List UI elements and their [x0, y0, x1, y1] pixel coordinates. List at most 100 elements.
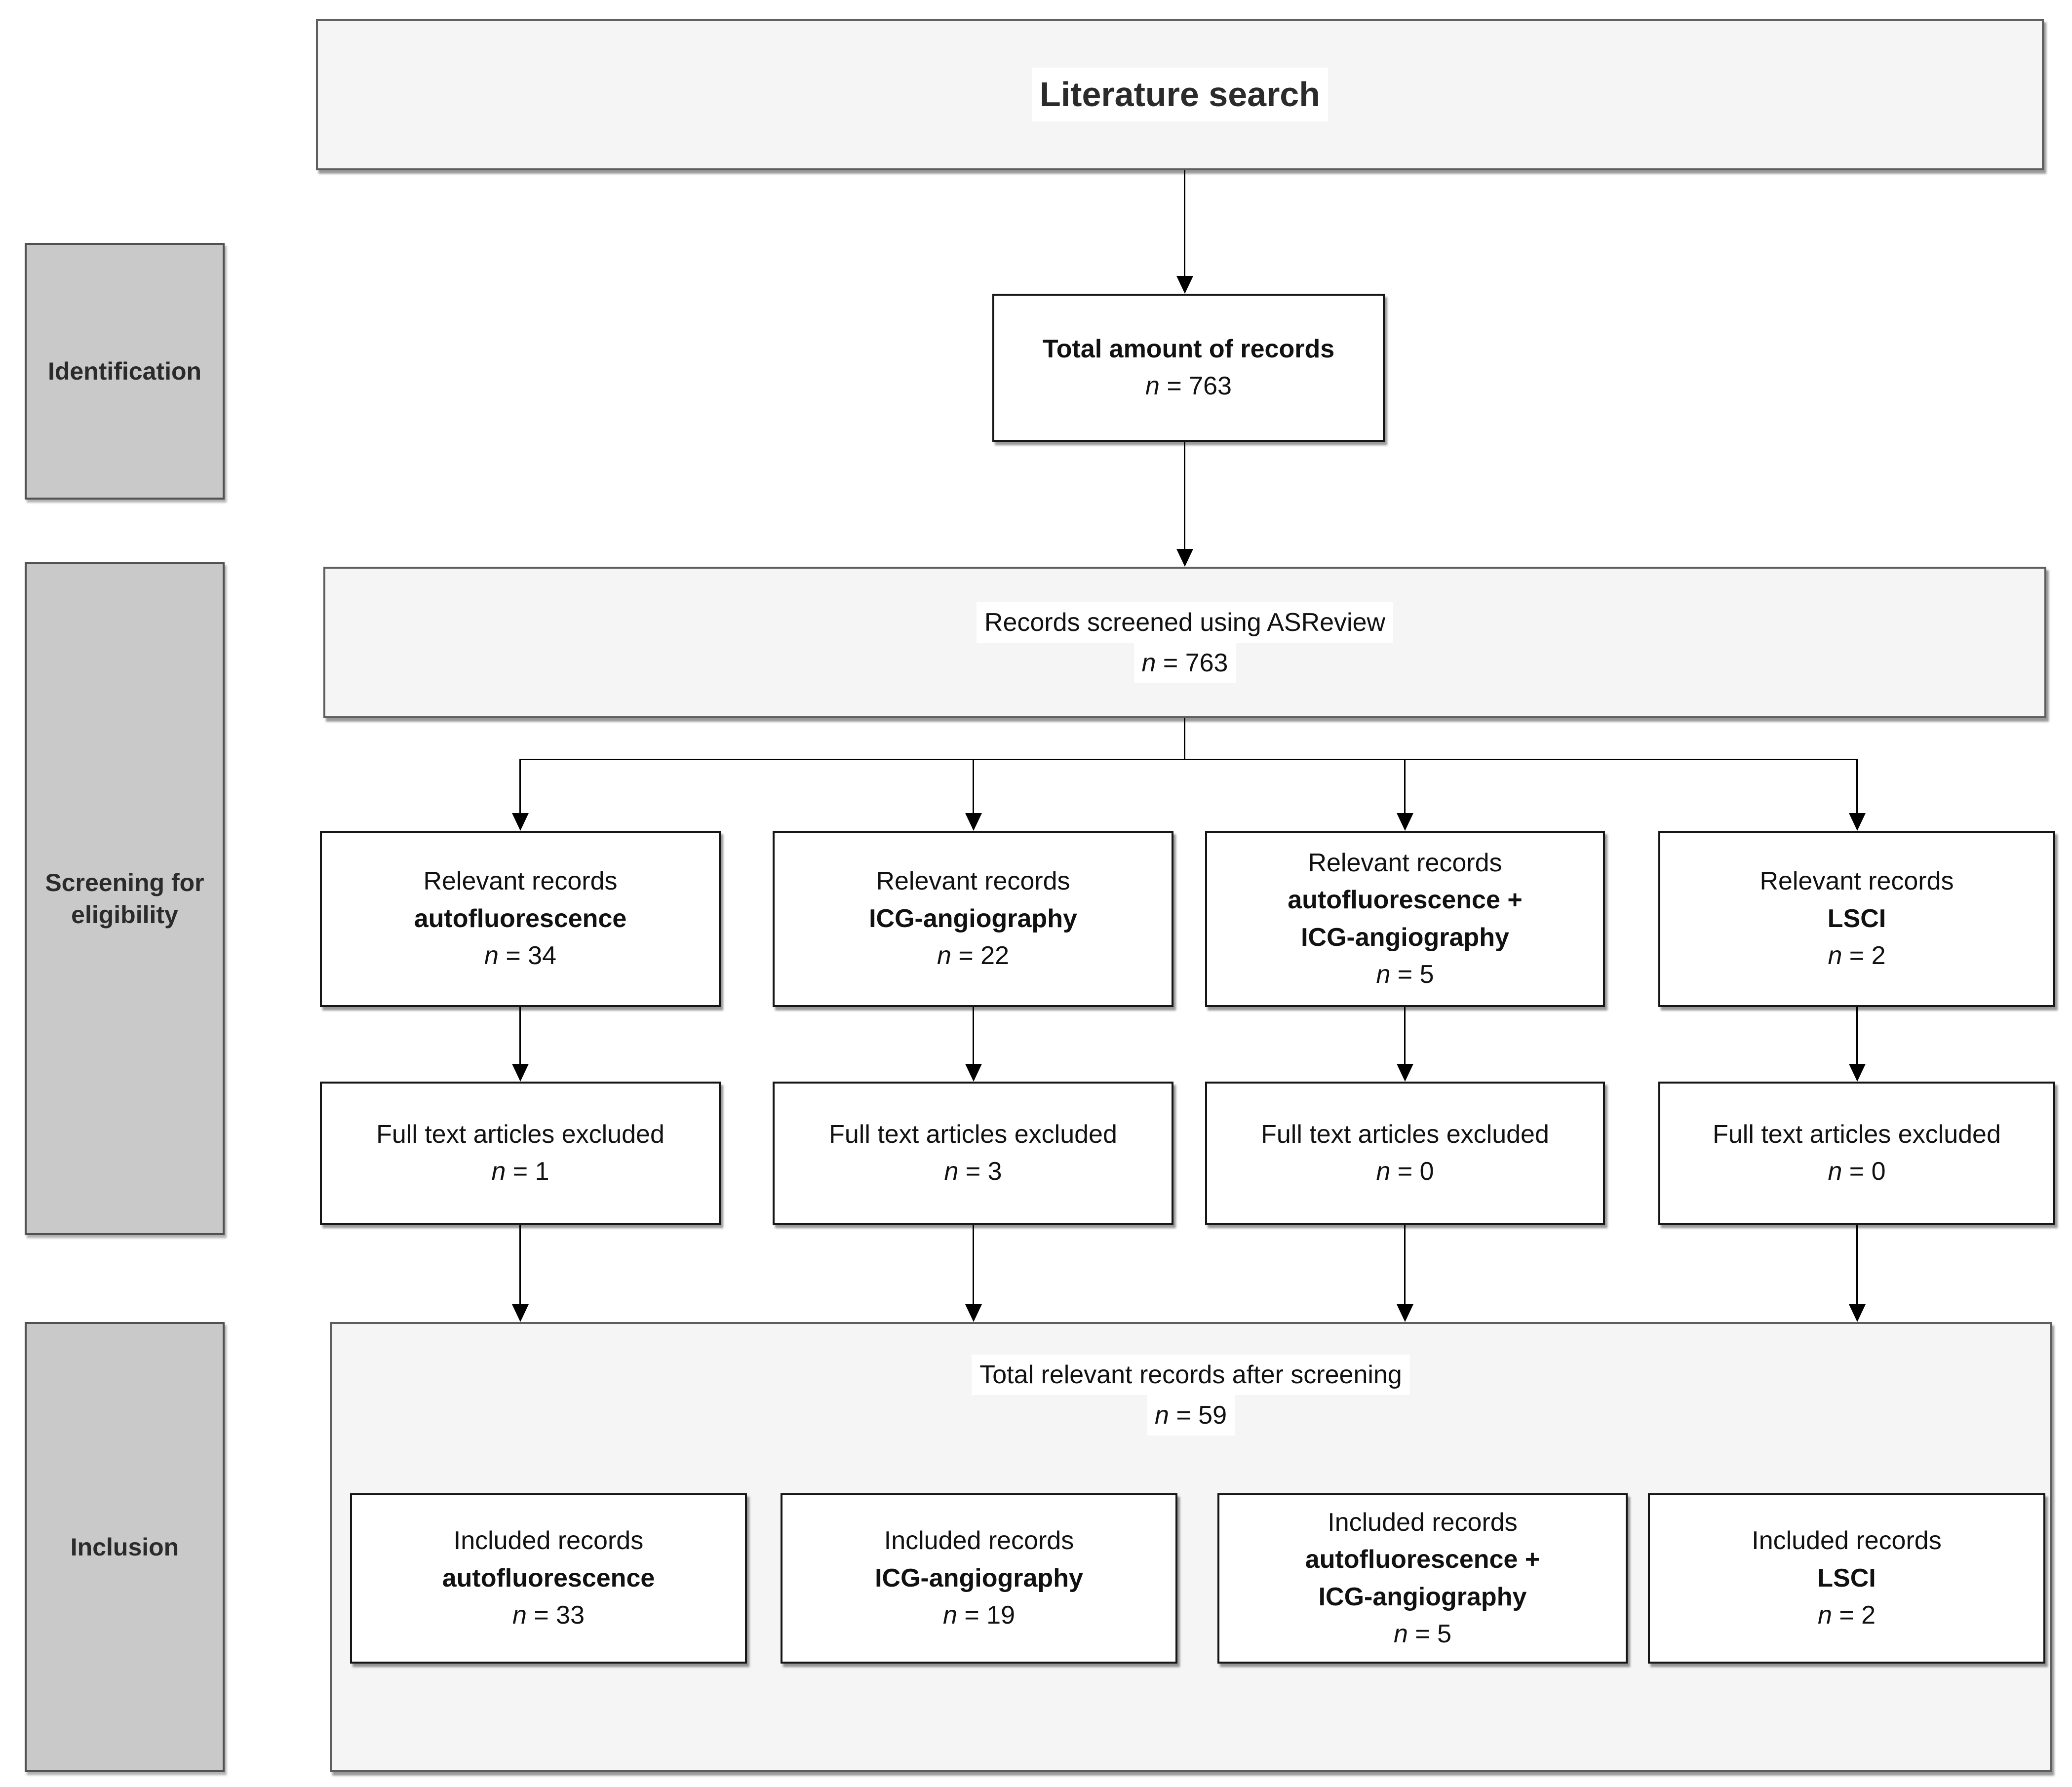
- n-symbol: n: [1141, 648, 1156, 677]
- relevant-lsci-box: Relevant records LSCI n = 2: [1658, 831, 2055, 1007]
- arrow-line: [1856, 759, 1858, 814]
- stage-identification-box: Identification: [25, 243, 225, 500]
- n-symbol: n: [1393, 1619, 1408, 1648]
- modality-label: ICG-angiography: [1301, 923, 1509, 952]
- stage-screening-label: Screening for eligibility: [45, 868, 204, 929]
- n-symbol: n: [1828, 941, 1842, 971]
- relevant-autofluorescence-box: Relevant records autofluorescence n = 34: [320, 831, 721, 1007]
- included-icg-angiography-box: Included records ICG-angiography n = 19: [781, 1493, 1177, 1664]
- arrowhead-down-icon: [1397, 813, 1413, 831]
- stage-screening-box: Screening for eligibility: [25, 562, 225, 1235]
- modality-label: autofluorescence +: [1305, 1545, 1540, 1574]
- n-symbol: n: [1376, 960, 1391, 989]
- n-line: n = 2: [1818, 1597, 1876, 1634]
- box-line: Relevant records: [1308, 848, 1502, 877]
- total-records-title: Total amount of records: [1042, 334, 1335, 363]
- stage-inclusion-box: Inclusion: [25, 1322, 225, 1772]
- n-symbol: n: [944, 1157, 959, 1186]
- n-value: = 1: [506, 1157, 549, 1186]
- arrowhead-down-icon: [1849, 1064, 1866, 1082]
- arrow-line: [1404, 1007, 1406, 1065]
- n-symbol: n: [484, 941, 499, 971]
- n-symbol: n: [1376, 1157, 1391, 1186]
- modality-label: autofluorescence +: [1288, 886, 1523, 915]
- box-line: Included records: [1328, 1508, 1518, 1537]
- arrowhead-down-icon: [1176, 549, 1193, 567]
- n-value: = 5: [1407, 1619, 1452, 1648]
- arrowhead-down-icon: [965, 1304, 982, 1322]
- n-line: n = 2: [1828, 937, 1885, 974]
- box-line: Full text articles excluded: [376, 1120, 665, 1149]
- box-line: Relevant records: [423, 867, 618, 896]
- arrow-line: [1184, 718, 1185, 760]
- modality-label: LSCI: [1827, 904, 1886, 933]
- after-screening-count: n = 59: [1146, 1395, 1235, 1436]
- n-symbol: n: [942, 1601, 957, 1630]
- arrowhead-down-icon: [1397, 1064, 1413, 1082]
- included-lsci-box: Included records LSCI n = 2: [1648, 1493, 2045, 1664]
- arrow-line: [1856, 1007, 1858, 1065]
- arrowhead-down-icon: [512, 1064, 529, 1082]
- arrow-line: [1404, 759, 1406, 814]
- relevant-icg-angiography-box: Relevant records ICG-angiography n = 22: [773, 831, 1173, 1007]
- n-line: n = 5: [1376, 956, 1434, 993]
- box-line: Full text articles excluded: [1261, 1120, 1549, 1149]
- box-line: Included records: [453, 1526, 644, 1555]
- records-screened-box: Records screened using ASReview n = 763: [323, 567, 2046, 718]
- n-symbol: n: [1154, 1401, 1169, 1430]
- n-symbol: n: [1817, 1601, 1832, 1630]
- modality-label: ICG-angiography: [1318, 1582, 1527, 1611]
- n-value: = 5: [1390, 960, 1434, 989]
- arrow-line: [1184, 442, 1185, 550]
- arrow-line: [519, 1007, 521, 1065]
- n-line: n = 33: [512, 1597, 585, 1634]
- box-line: Full text articles excluded: [1713, 1120, 2001, 1149]
- included-af-plus-icg-box: Included records autofluorescence + ICG-…: [1217, 1493, 1628, 1664]
- total-records-count: n = 763: [1145, 368, 1232, 405]
- box-line: Relevant records: [876, 867, 1070, 896]
- included-autofluorescence-box: Included records autofluorescence n = 33: [350, 1493, 747, 1664]
- modality-label: autofluorescence: [442, 1563, 655, 1593]
- arrowhead-down-icon: [1849, 1304, 1866, 1322]
- arrowhead-down-icon: [512, 813, 529, 831]
- arrow-line: [973, 759, 974, 814]
- n-line: n = 19: [943, 1597, 1015, 1634]
- n-symbol: n: [937, 941, 951, 971]
- literature-search-label: Literature search: [1031, 68, 1329, 121]
- total-records-box: Total amount of records n = 763: [992, 294, 1385, 442]
- n-value: = 33: [526, 1601, 585, 1630]
- records-screened-count: n = 763: [1134, 642, 1236, 683]
- modality-label: ICG-angiography: [875, 1563, 1083, 1593]
- n-value: = 0: [1842, 1157, 1886, 1186]
- n-value: = 34: [498, 941, 557, 971]
- modality-label: LSCI: [1817, 1563, 1876, 1593]
- arrowhead-down-icon: [1176, 276, 1193, 294]
- box-line: Included records: [1752, 1526, 1942, 1555]
- n-value: = 59: [1169, 1401, 1227, 1430]
- arrow-line: [519, 759, 521, 814]
- arrowhead-down-icon: [965, 813, 982, 831]
- n-value: = 2: [1842, 941, 1886, 971]
- n-symbol: n: [512, 1601, 527, 1630]
- stage-identification-label: Identification: [47, 357, 202, 385]
- box-line: Full text articles excluded: [829, 1120, 1117, 1149]
- arrow-line: [1184, 170, 1185, 278]
- n-line: n = 0: [1376, 1153, 1434, 1190]
- records-screened-title: Records screened using ASReview: [976, 602, 1394, 643]
- n-line: n = 5: [1394, 1616, 1451, 1653]
- n-value: = 3: [958, 1157, 1002, 1186]
- arrow-line: [519, 1225, 521, 1305]
- n-line: n = 22: [937, 937, 1009, 974]
- arrow-line: [1404, 1225, 1406, 1305]
- n-line: n = 34: [484, 937, 556, 974]
- n-value: = 22: [951, 941, 1010, 971]
- n-line: n = 1: [491, 1153, 549, 1190]
- relevant-af-plus-icg-box: Relevant records autofluorescence + ICG-…: [1205, 831, 1605, 1007]
- arrowhead-down-icon: [965, 1064, 982, 1082]
- after-screening-title: Total relevant records after screening: [972, 1355, 1410, 1395]
- arrow-line: [1856, 1225, 1858, 1305]
- n-symbol: n: [1145, 372, 1160, 400]
- literature-search-box: Literature search: [316, 19, 2044, 170]
- n-value: = 763: [1156, 648, 1228, 677]
